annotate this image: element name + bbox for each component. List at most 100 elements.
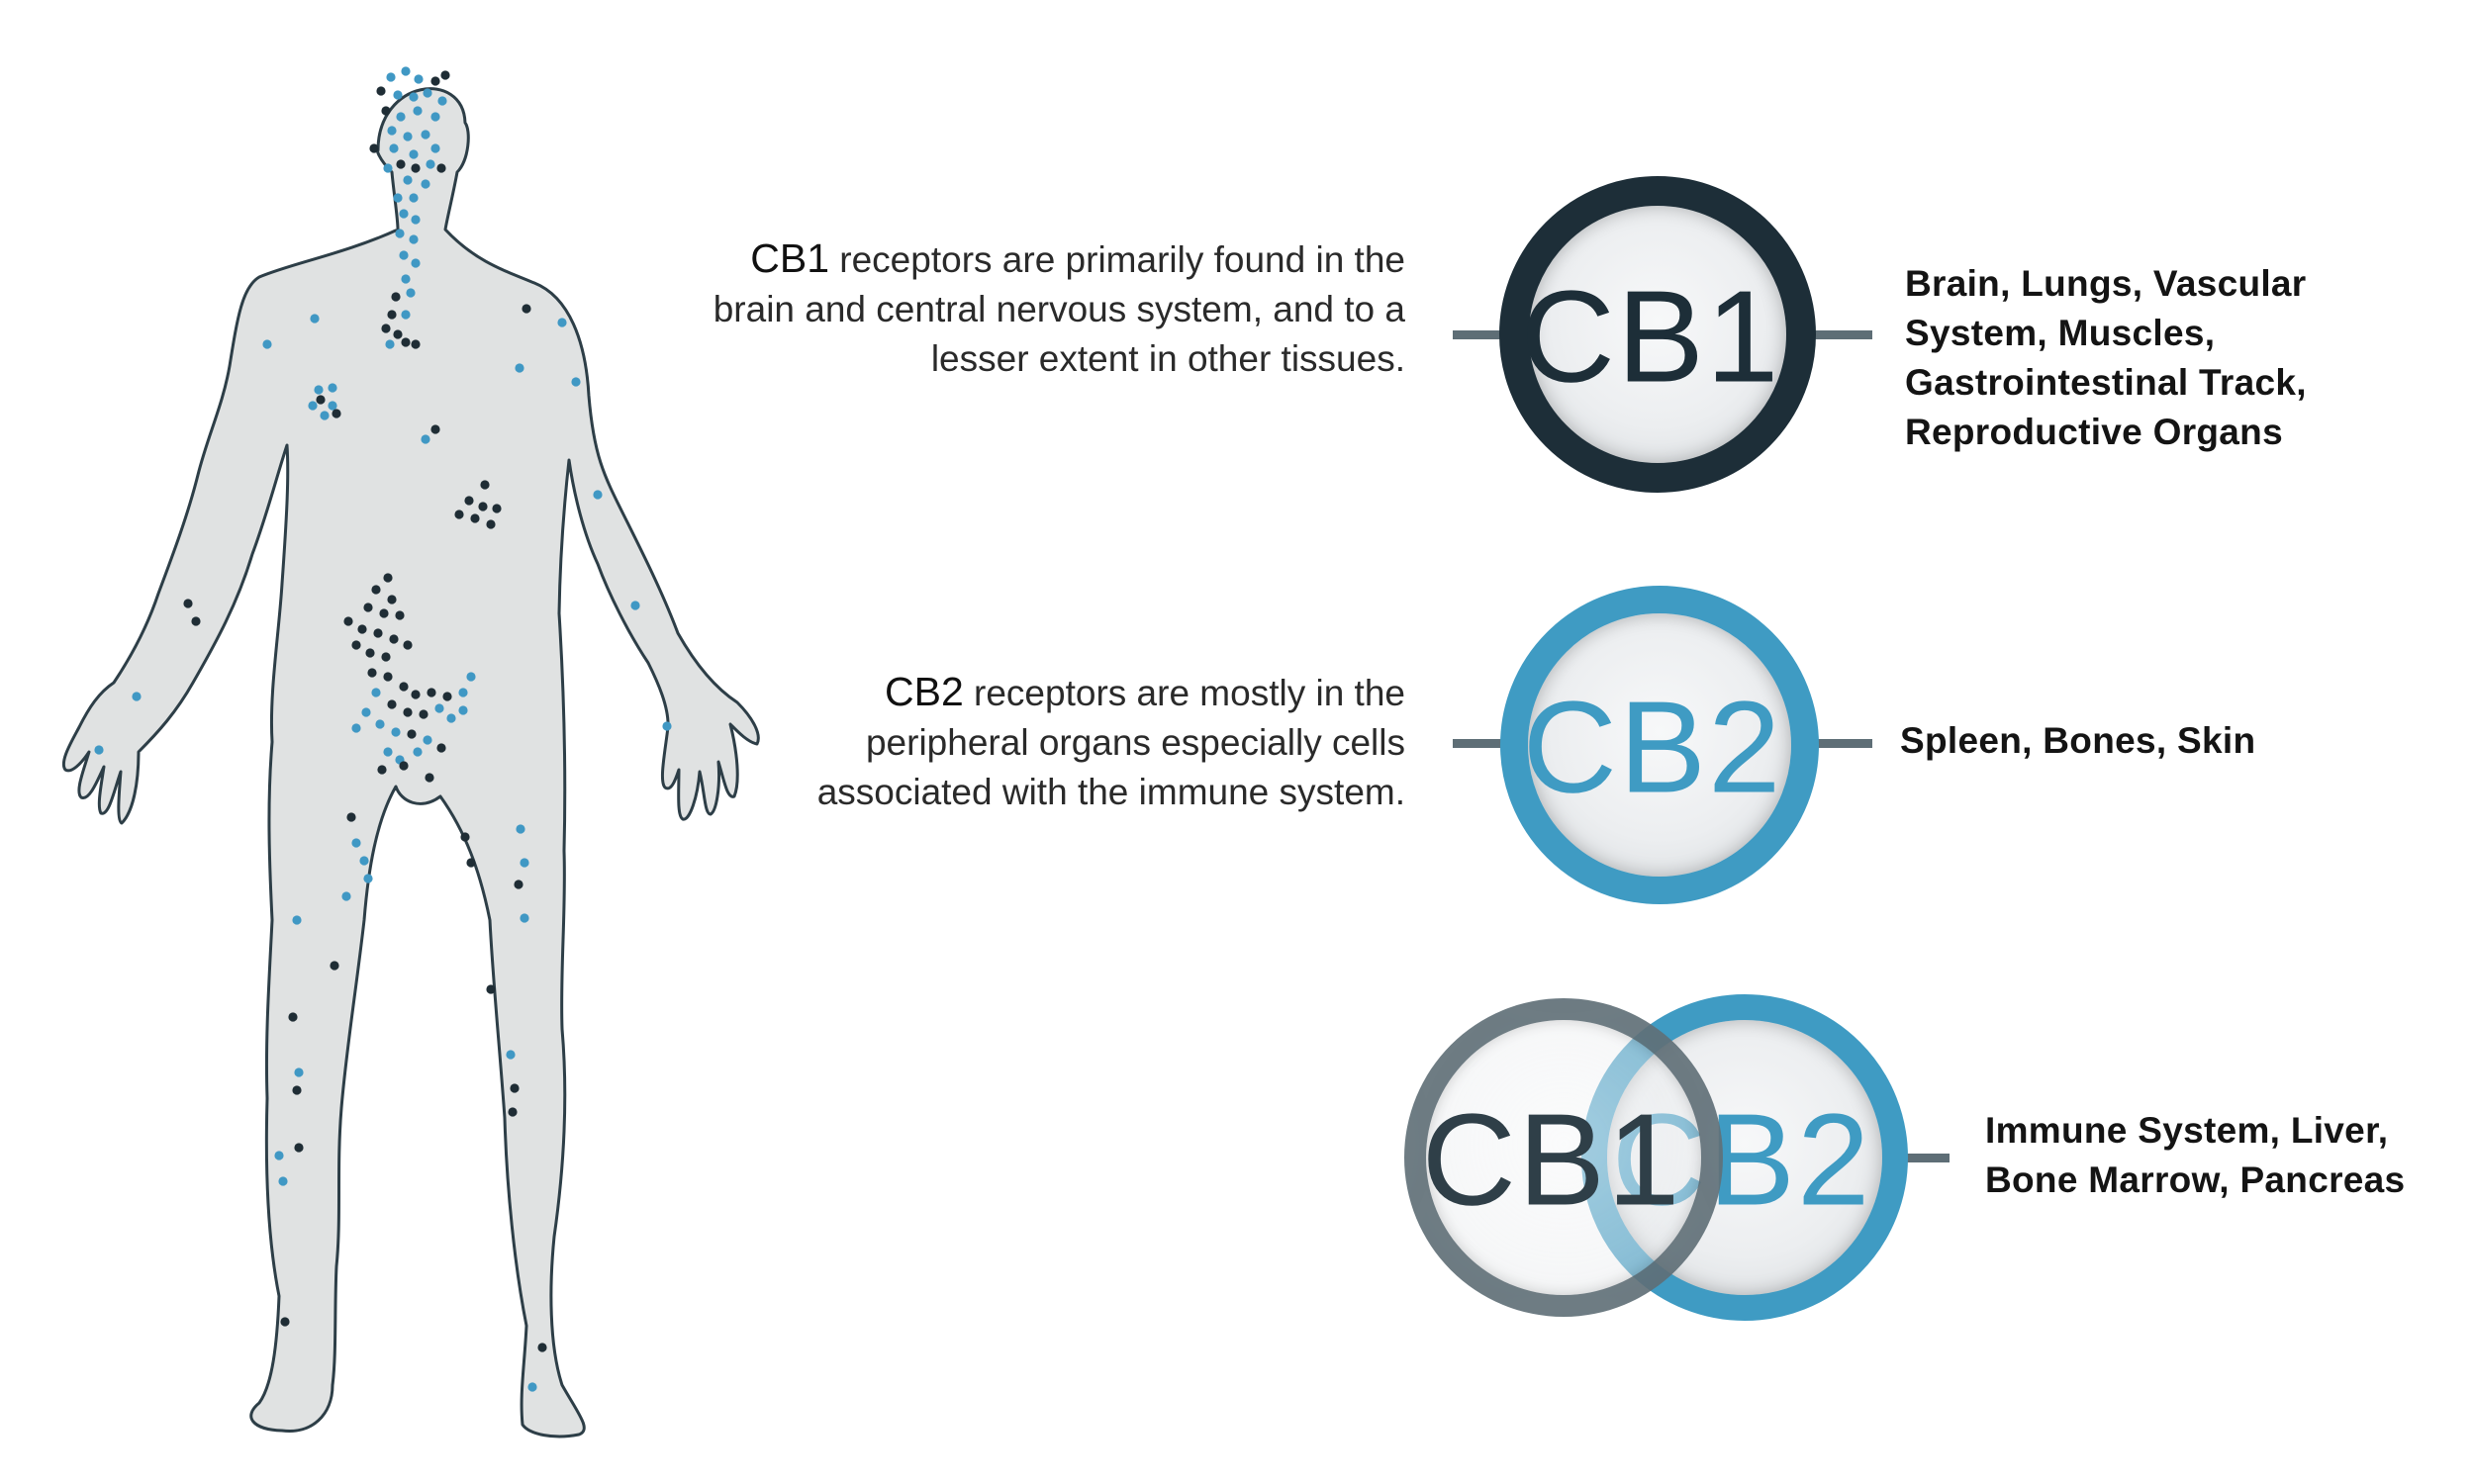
cb2-receptor-dot xyxy=(413,106,423,116)
cb2-receptor-dot xyxy=(630,601,640,610)
cb2-receptor-dot xyxy=(421,179,430,189)
cb1-receptor-dot xyxy=(330,961,339,971)
cb1-connector-right xyxy=(1811,330,1872,339)
cb2-receptor-dot xyxy=(423,88,432,98)
cb2-receptor-dot xyxy=(430,143,440,153)
cb2-receptor-dot xyxy=(399,209,409,219)
cb1-receptor-dot xyxy=(537,1343,547,1352)
cb1-organs: Brain, Lungs, Vascular System, Muscles, … xyxy=(1905,259,2459,457)
cb2-receptor-dot xyxy=(430,112,440,122)
cb1-receptor-dot xyxy=(470,513,480,523)
cb2-receptor-dot xyxy=(393,90,403,100)
cb1-receptor-dot xyxy=(393,329,403,339)
cb2-organs-text: Spleen, Bones, Skin xyxy=(1900,720,2256,761)
cb1-receptor-dot xyxy=(407,729,417,739)
cb2-receptor-dot xyxy=(401,310,411,320)
cb1-receptor-dot xyxy=(403,640,413,650)
cb2-receptor-dot xyxy=(351,838,361,848)
cb1-receptor-dot xyxy=(183,599,193,608)
cb1-receptor-dot xyxy=(411,163,421,173)
cb2-receptor-dot xyxy=(437,96,447,106)
cb2-receptor-dot xyxy=(383,747,393,757)
cb1-receptor-dot xyxy=(508,1107,518,1117)
cb2-receptor-dot xyxy=(426,159,435,169)
cb2-receptor-dot xyxy=(411,258,421,268)
cb1-receptor-dot xyxy=(399,761,409,771)
cb2-receptor-dot xyxy=(409,149,419,159)
cb1-receptor-dot xyxy=(332,409,341,418)
cb2-receptor-dot xyxy=(446,713,456,723)
cb1-connector-left xyxy=(1453,330,1534,339)
cb2-receptor-dot xyxy=(409,92,419,102)
cb1-receptor-dot xyxy=(430,424,440,434)
cb2-term: CB2 xyxy=(884,669,964,714)
cb2-receptor-dot xyxy=(557,318,567,327)
cb2-receptor-dot xyxy=(403,132,413,141)
cb2-receptor-dot xyxy=(421,434,430,444)
cb2-receptor-dot xyxy=(466,672,476,682)
cb2-receptor-dot xyxy=(401,66,411,76)
cb2-organs: Spleen, Bones, Skin xyxy=(1900,716,2255,766)
both-organs-text: Immune System, Liver, Bone Marrow, Pancr… xyxy=(1985,1110,2406,1200)
both-organs: Immune System, Liver, Bone Marrow, Pancr… xyxy=(1985,1106,2440,1205)
cb2-receptor-dot xyxy=(506,1050,516,1060)
both-connector-right xyxy=(1900,1154,1950,1162)
cb2-receptor-dot xyxy=(515,363,524,373)
receptor-dots xyxy=(94,66,672,1392)
cb2-receptor-dot xyxy=(363,874,373,883)
cb1-ring-label: CB1 xyxy=(1520,263,1781,410)
cb1-receptor-dot xyxy=(343,616,353,626)
cb1-receptor-dot xyxy=(383,672,393,682)
cb2-description-text: receptors are mostly in the peripheral o… xyxy=(816,673,1405,812)
cb2-receptor-dot xyxy=(132,692,142,701)
cb2-receptor-dot xyxy=(527,1382,537,1392)
cb1-receptor-dot xyxy=(383,573,393,583)
cb1-receptor-dot xyxy=(440,70,450,80)
cb1-receptor-dot xyxy=(381,324,391,333)
cb1-organs-text: Brain, Lungs, Vascular System, Muscles, … xyxy=(1905,263,2307,452)
cb2-receptor-dot xyxy=(375,719,385,729)
cb2-receptor-dot xyxy=(399,250,409,260)
cb1-receptor-dot xyxy=(442,692,452,701)
cb1-receptor-dot xyxy=(280,1317,290,1327)
cb1-receptor-dot xyxy=(486,519,496,529)
cb2-receptor-dot xyxy=(389,143,399,153)
cb1-receptor-dot xyxy=(387,310,397,320)
cb1-receptor-dot xyxy=(357,624,367,634)
cb1-receptor-dot xyxy=(522,304,531,314)
cb2-description: CB2 receptors are mostly in the peripher… xyxy=(713,667,1405,817)
cb1-description-text: receptors are primarily found in the bra… xyxy=(713,239,1405,379)
cb1-receptor-dot xyxy=(369,143,379,153)
cb2-receptor-dot xyxy=(395,229,405,238)
cb1-term: CB1 xyxy=(750,235,829,281)
cb2-receptor-dot xyxy=(310,314,320,324)
cb1-receptor-dot xyxy=(387,595,397,604)
cb1-receptor-dot xyxy=(480,480,490,490)
cb2-receptor-dot xyxy=(361,707,371,717)
cb2-receptor-dot xyxy=(385,339,395,349)
cb2-connector-left xyxy=(1453,739,1534,748)
cb1-receptor-dot xyxy=(411,690,421,699)
cb1-receptor-dot xyxy=(346,812,356,822)
cb1-receptor-dot xyxy=(399,682,409,692)
cb2-receptor-dot xyxy=(359,856,369,866)
cb1-receptor-dot xyxy=(492,504,502,513)
cb1-receptor-dot xyxy=(381,106,391,116)
cb2-receptor-dot xyxy=(520,858,529,868)
cb1-receptor-dot xyxy=(396,159,406,169)
cb1-receptor-dot xyxy=(191,616,201,626)
cb2-receptor-dot xyxy=(411,215,421,225)
cb2-receptor-dot xyxy=(423,735,432,745)
cb2-receptor-dot xyxy=(396,112,406,122)
cb2-receptor-dot xyxy=(413,747,423,757)
cb1-receptor-dot xyxy=(460,832,470,842)
cb1-receptor-dot xyxy=(288,1012,298,1022)
cb1-receptor-dot xyxy=(430,76,440,86)
cb2-receptor-dot xyxy=(458,705,468,715)
body-silhouette xyxy=(62,87,760,1438)
cb2-receptor-dot xyxy=(386,72,396,82)
cb2-receptor-dot xyxy=(341,891,351,901)
cb1-receptor-dot xyxy=(464,496,474,506)
cb2-receptor-dot xyxy=(320,411,330,420)
cb1-receptor-dot xyxy=(371,585,381,595)
